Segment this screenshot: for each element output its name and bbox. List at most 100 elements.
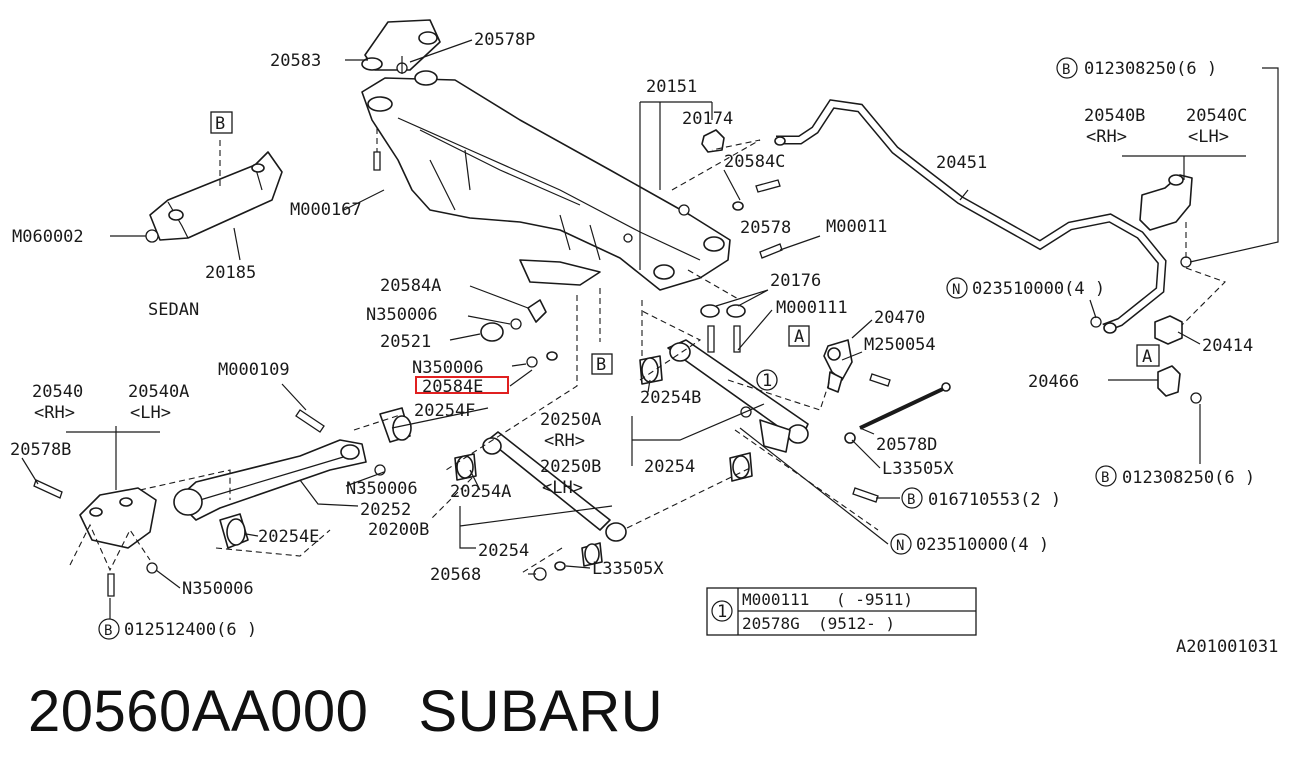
note-table-ref: 1 [717,602,727,622]
label-20250a: 20250A [540,410,601,430]
label-20254b: 20254B [640,388,701,408]
marker-b-sedan-text: B [215,114,225,134]
label-diagram-code: A201001031 [1176,637,1278,657]
note-table-row2-part: 20578G [742,614,800,633]
label-20151: 20151 [646,77,697,97]
part-labels: 20583 20578P 20151 20174 20584C 20578 M0… [10,30,1278,657]
circled-markers: B N B B N B [98,57,1117,640]
label-l33505x-a: L33505X [592,559,664,579]
label-20578b: 20578B [10,440,71,460]
label-20584c: 20584C [724,152,785,172]
note-table: 1 M000111 ( -9511) 20578G (9512- ) [706,587,977,636]
label-m000109: M000109 [218,360,290,380]
label-20578: 20578 [740,218,791,238]
label-rh-20540: <RH> [34,403,75,423]
circled-b-marker-3 [901,487,923,509]
marker-b-center [591,353,613,375]
label-20578d: 20578D [876,435,937,455]
crossmember-drawing [361,19,731,291]
label-20176: 20176 [770,271,821,291]
circled-b-text-2: B [1101,470,1109,486]
label-m000167: M000167 [290,200,362,220]
footer-part-number: 20560AA000 [28,679,369,744]
circled-n-text-2: N [896,538,904,554]
label-20540c: 20540C [1186,106,1247,126]
label-m000111: M000111 [776,298,848,318]
marker-a-right-text: A [1142,347,1152,367]
circled-n-marker-2 [890,533,912,555]
label-20254a: 20254A [450,482,511,502]
label-n350006-c: N350006 [346,479,418,499]
leader-lines [21,39,1279,626]
label-m250054: M250054 [864,335,936,355]
note-table-row1-part: M000111 [742,590,809,609]
label-016710553: 016710553(2 ) [928,490,1061,510]
highlight-box-20584e [415,376,509,394]
circle-ref-1 [756,369,778,391]
label-20254-b: 20254 [478,541,529,561]
label-023510000-a: 023510000(4 ) [972,279,1105,299]
note-table-ref-circle [711,600,733,622]
label-rh-20250a: <RH> [544,431,585,451]
label-012512400: 012512400(6 ) [124,620,257,640]
marker-a-center-text: A [794,327,804,347]
label-20185: 20185 [205,263,256,283]
label-20584a: 20584A [380,276,441,296]
note-table-row1-range: ( -9511) [836,590,913,609]
marker-b-center-text: B [596,355,606,375]
label-l33505x-b: L33505X [882,459,954,479]
label-20414: 20414 [1202,336,1253,356]
circle-ref-1-text: 1 [762,371,772,391]
label-20540: 20540 [32,382,83,402]
label-20254f: 20254F [414,401,475,421]
circled-b-text-4: B [104,623,112,639]
circled-b-marker-4 [98,618,120,640]
lateral-links-drawing [429,129,951,581]
note-table-row2-range: (9512- ) [818,614,895,633]
stabilizer-bar-drawing [774,99,1167,334]
circled-b-marker-2 [1095,465,1117,487]
label-20466: 20466 [1028,372,1079,392]
label-023510000-b: 023510000(4 ) [916,535,1049,555]
label-lh-20540c: <LH> [1188,127,1229,147]
label-20540a: 20540A [128,382,189,402]
marker-a-center [788,325,810,347]
label-20583: 20583 [270,51,321,71]
label-20521: 20521 [380,332,431,352]
label-20578p: 20578P [474,30,535,50]
label-m060002: M060002 [12,227,84,247]
label-20451: 20451 [936,153,987,173]
marker-b-sedan [210,111,233,134]
label-n350006-a: N350006 [366,305,438,325]
label-20254e: 20254E [258,527,319,547]
label-20470: 20470 [874,308,925,328]
label-012308250-a: 012308250(6 ) [1084,59,1217,79]
label-20200b: 20200B [368,520,429,540]
label-20174: 20174 [682,109,733,129]
label-20568: 20568 [430,565,481,585]
circled-b-text-1: B [1062,62,1070,78]
label-n350006-d: N350006 [182,579,254,599]
circled-n-marker-1 [946,277,968,299]
label-20254: 20254 [644,457,695,477]
marker-a-right [1136,344,1160,367]
trailing-arm-drawing [33,407,412,597]
circled-n-text-1: N [952,282,960,298]
label-sedan: SEDAN [148,300,199,320]
label-n350006-b: N350006 [412,358,484,378]
label-20540b: 20540B [1084,106,1145,126]
label-20250b: 20250B [540,457,601,477]
label-lh-20540a: <LH> [130,403,171,423]
label-m00011: M00011 [826,217,887,237]
label-rh-20540b: <RH> [1086,127,1127,147]
circled-b-text-3: B [907,492,915,508]
label-012308250-b: 012308250(6 ) [1122,468,1255,488]
circled-b-marker-1 [1056,57,1078,79]
sedan-bracket-drawing [145,140,283,243]
stabilizer-bracket-drawing [1139,174,1227,404]
label-20252: 20252 [360,500,411,520]
label-lh-20250b: <LH> [542,478,583,498]
label-20584e-highlighted: 20584E [422,377,483,397]
